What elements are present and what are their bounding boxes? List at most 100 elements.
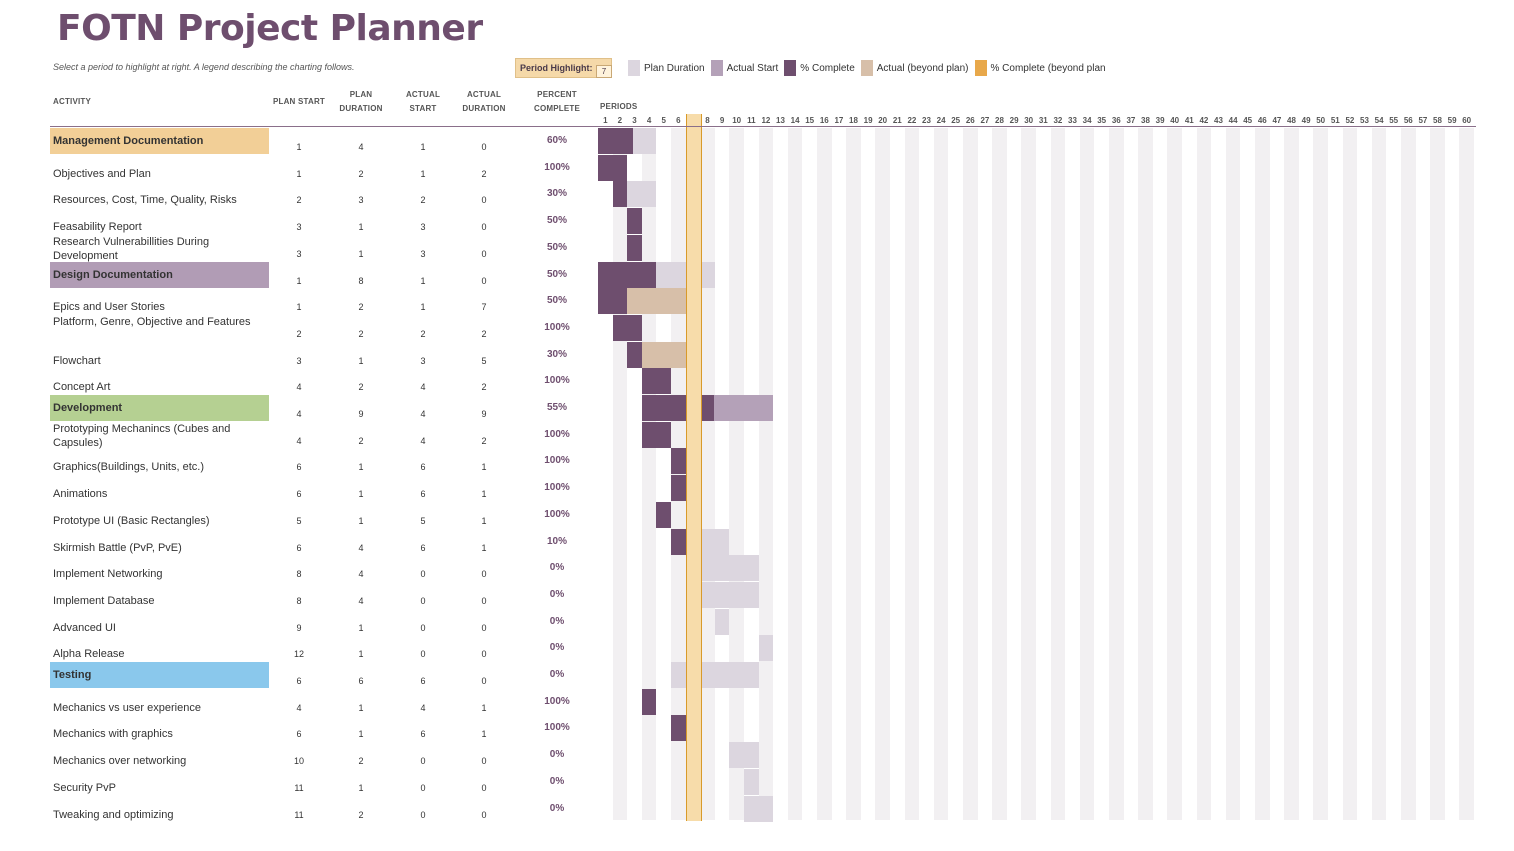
plan-duration-cell[interactable]: 4	[358, 142, 364, 152]
period-number[interactable]: 29	[1009, 116, 1019, 125]
actual-start-cell[interactable]: 3	[420, 222, 426, 233]
percent-complete-cell[interactable]: 100%	[544, 161, 570, 173]
period-number[interactable]: 23	[922, 116, 931, 125]
actual-duration-cell[interactable]: 0	[481, 809, 487, 820]
plan-start-cell[interactable]: 2	[296, 195, 302, 206]
actual-start-cell[interactable]: 4	[420, 702, 426, 713]
period-number[interactable]: 51	[1330, 116, 1340, 125]
actual-start-cell[interactable]: 0	[420, 595, 426, 606]
plan-start-cell[interactable]: 2	[296, 328, 302, 339]
period-number[interactable]: 35	[1097, 116, 1107, 125]
percent-complete-cell[interactable]: 100%	[544, 695, 570, 707]
plan-duration-cell[interactable]: 1	[358, 248, 364, 259]
plan-start-cell[interactable]: 3	[296, 248, 302, 259]
actual-duration-cell[interactable]: 1	[481, 729, 487, 740]
activity-name[interactable]: Prototyping Mechanincs (Cubes and Capsul…	[53, 422, 231, 449]
actual-duration-cell[interactable]: 2	[481, 382, 487, 393]
period-number[interactable]: 22	[907, 116, 917, 125]
actual-start-cell[interactable]: 6	[420, 462, 426, 473]
plan-duration-cell[interactable]: 6	[358, 676, 364, 686]
plan-duration-cell[interactable]: 1	[358, 782, 364, 793]
activity-name[interactable]: Concept Art	[53, 381, 111, 394]
period-number[interactable]: 8	[705, 116, 710, 125]
actual-start-cell[interactable]: 0	[420, 569, 426, 580]
actual-start-cell[interactable]: 2	[420, 195, 426, 206]
period-number[interactable]: 11	[747, 116, 756, 125]
percent-complete-cell[interactable]: 50%	[546, 241, 567, 253]
period-number[interactable]: 9	[719, 116, 725, 125]
activity-name[interactable]: Prototype UI (Basic Rectangles)	[53, 514, 210, 527]
actual-duration-cell[interactable]: 0	[481, 622, 487, 633]
period-number[interactable]: 45	[1243, 116, 1253, 125]
period-number[interactable]: 50	[1316, 116, 1326, 125]
activity-name[interactable]: Advanced UI	[53, 621, 116, 634]
percent-complete-cell[interactable]: 0%	[549, 802, 565, 814]
plan-start-cell[interactable]: 8	[296, 595, 302, 606]
period-number[interactable]: 59	[1447, 116, 1457, 125]
plan-duration-cell[interactable]: 2	[358, 382, 364, 393]
percent-complete-cell[interactable]: 100%	[544, 375, 570, 387]
plan-duration-cell[interactable]: 2	[358, 809, 364, 820]
period-number[interactable]: 13	[776, 116, 785, 125]
actual-start-cell[interactable]: 1	[420, 142, 426, 152]
actual-duration-cell[interactable]: 1	[481, 489, 487, 500]
group-activity-name[interactable]: Design Documentation	[53, 268, 173, 281]
period-number[interactable]: 40	[1170, 116, 1180, 125]
period-number[interactable]: 34	[1082, 116, 1092, 125]
period-number[interactable]: 58	[1433, 116, 1442, 125]
plan-duration-cell[interactable]: 4	[358, 595, 364, 606]
actual-duration-cell[interactable]: 2	[481, 328, 487, 339]
plan-start-cell[interactable]: 3	[296, 222, 302, 233]
percent-complete-cell[interactable]: 55%	[546, 402, 567, 413]
period-number[interactable]: 6	[676, 116, 681, 125]
percent-complete-cell[interactable]: 60%	[546, 135, 567, 146]
plan-duration-cell[interactable]: 2	[358, 756, 364, 767]
plan-duration-cell[interactable]: 2	[358, 302, 364, 313]
plan-start-cell[interactable]: 11	[294, 809, 304, 820]
plan-start-cell[interactable]: 9	[296, 622, 302, 633]
plan-start-cell[interactable]: 4	[296, 435, 302, 446]
activity-name[interactable]: Epics and User Stories	[53, 301, 165, 314]
period-number[interactable]: 15	[805, 116, 815, 125]
period-number[interactable]: 57	[1418, 116, 1428, 125]
activity-name[interactable]: Implement Database	[53, 594, 155, 607]
actual-start-cell[interactable]: 0	[420, 756, 426, 767]
plan-duration-cell[interactable]: 1	[358, 462, 364, 473]
percent-complete-cell[interactable]: 30%	[546, 348, 567, 360]
percent-complete-cell[interactable]: 30%	[546, 188, 567, 200]
period-number[interactable]: 24	[936, 116, 946, 125]
actual-start-cell[interactable]: 0	[420, 622, 426, 633]
actual-duration-cell[interactable]: 0	[481, 649, 487, 660]
percent-complete-cell[interactable]: 0%	[549, 588, 565, 600]
actual-duration-cell[interactable]: 0	[481, 195, 487, 206]
plan-duration-cell[interactable]: 2	[358, 328, 364, 339]
period-number[interactable]: 10	[732, 116, 742, 125]
actual-start-cell[interactable]: 1	[420, 302, 426, 313]
actual-duration-cell[interactable]: 1	[481, 702, 487, 713]
plan-duration-cell[interactable]: 1	[358, 222, 364, 233]
plan-start-cell[interactable]: 1	[296, 168, 302, 179]
percent-complete-cell[interactable]: 0%	[549, 775, 565, 787]
period-number[interactable]: 32	[1053, 116, 1063, 125]
period-number[interactable]: 54	[1374, 116, 1384, 125]
percent-complete-cell[interactable]: 50%	[546, 295, 567, 307]
activity-name[interactable]: Alpha Release	[53, 648, 125, 661]
activity-name[interactable]: Platform, Genre, Objective and Features	[53, 315, 251, 328]
activity-name[interactable]: Animations	[53, 488, 108, 501]
actual-duration-cell[interactable]: 7	[481, 302, 487, 313]
activity-name[interactable]: Graphics(Buildings, Units, etc.)	[53, 461, 204, 474]
plan-duration-cell[interactable]: 3	[358, 195, 364, 206]
period-number[interactable]: 47	[1272, 116, 1282, 125]
actual-start-cell[interactable]: 6	[420, 676, 426, 686]
period-number[interactable]: 43	[1214, 116, 1223, 125]
actual-start-cell[interactable]: 4	[420, 409, 426, 419]
actual-start-cell[interactable]: 0	[420, 649, 426, 660]
period-number[interactable]: 56	[1403, 116, 1413, 125]
period-number[interactable]: 4	[646, 116, 652, 125]
plan-start-cell[interactable]: 4	[296, 702, 302, 713]
period-number[interactable]: 30	[1024, 116, 1034, 125]
percent-complete-cell[interactable]: 0%	[549, 615, 565, 627]
period-number[interactable]: 55	[1389, 116, 1399, 125]
plan-start-cell[interactable]: 6	[296, 462, 302, 473]
activity-name[interactable]: Research Vulnerabillities During Develop…	[53, 235, 210, 262]
